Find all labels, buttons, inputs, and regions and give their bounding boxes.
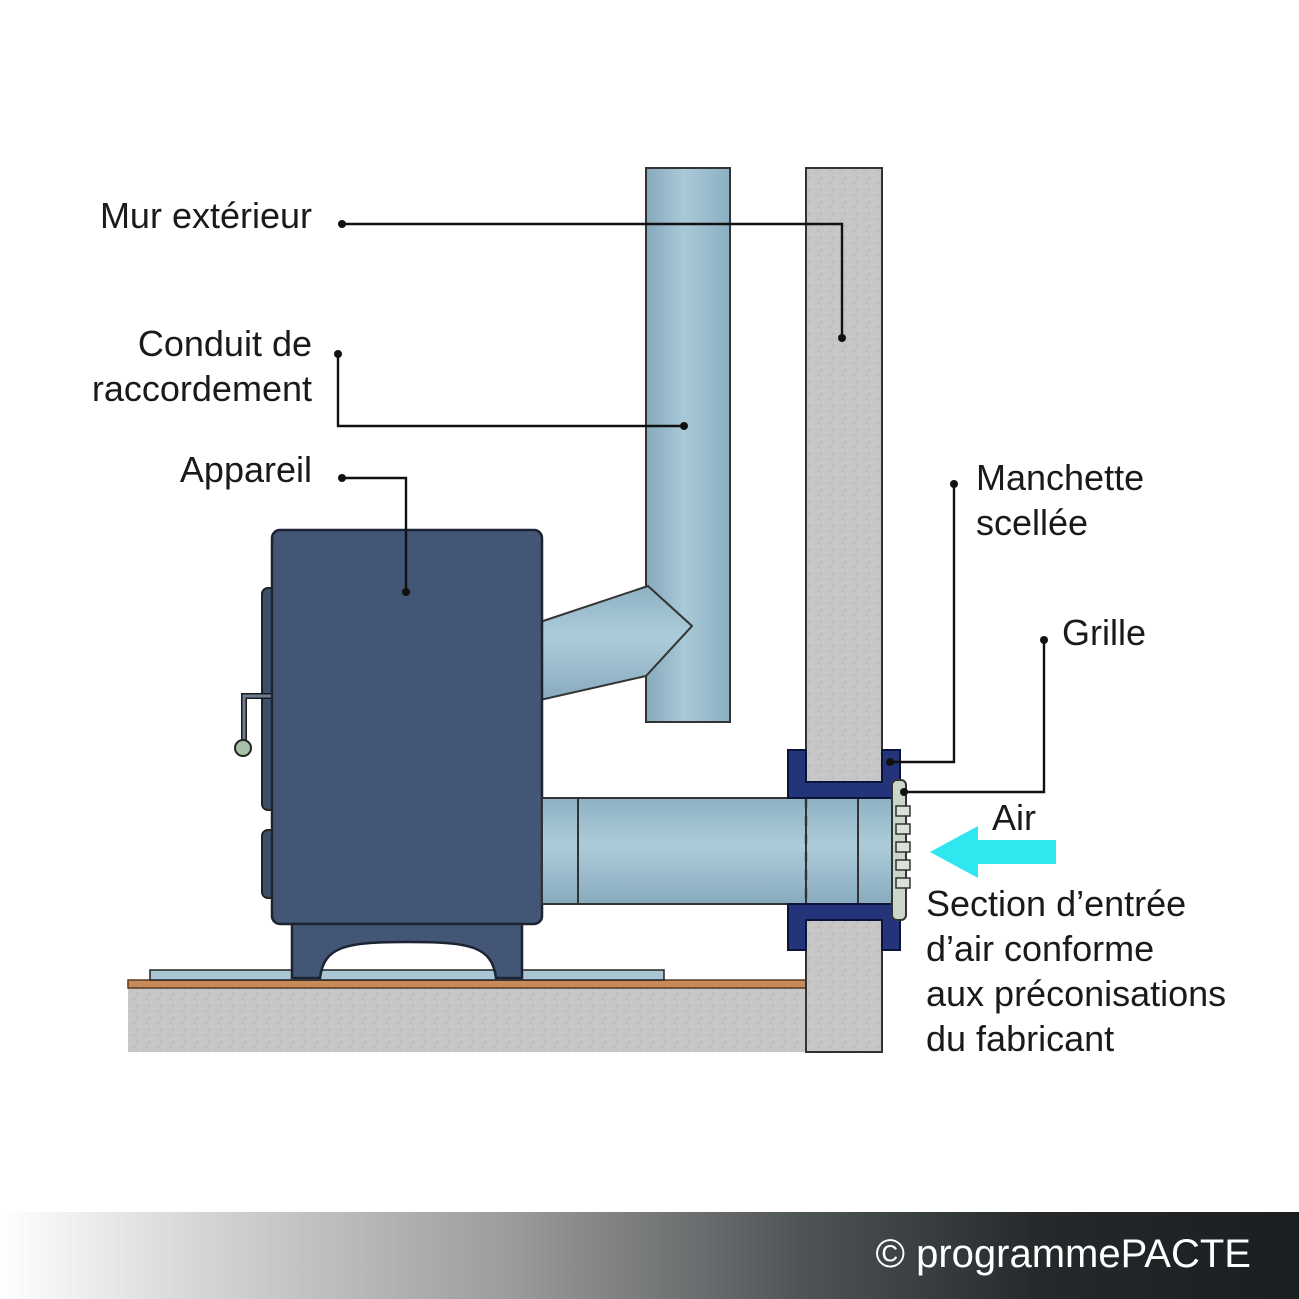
stove-air-intake-diagram: Mur extérieur Conduit de raccordement Ap… [92, 167, 1226, 1059]
leader-manchette [890, 484, 956, 764]
leader-conduit [336, 354, 684, 428]
duct-through-wall [805, 797, 893, 905]
label-section-line3: aux préconisations [926, 973, 1226, 1014]
leader-grille [904, 640, 1046, 794]
hearth-plate [149, 969, 665, 981]
label-manchette-line2: scellée [976, 502, 1088, 543]
label-section-line2: d’air conforme [926, 928, 1154, 969]
leader-appareil [342, 476, 408, 592]
label-mur-exterieur: Mur extérieur [100, 195, 312, 236]
floor-covering [127, 979, 809, 989]
label-air: Air [992, 797, 1036, 838]
label-section-line4: du fabricant [926, 1018, 1114, 1059]
label-manchette-line1: Manchette [976, 457, 1144, 498]
stove-handle-knob [234, 739, 252, 757]
air-intake-duct [541, 797, 809, 905]
footer-bar: © programmePACTE [0, 1212, 1299, 1299]
stove-base [290, 922, 524, 980]
grille-slats [895, 805, 911, 889]
floor-slab [128, 988, 808, 1052]
label-conduit-line2: raccordement [92, 368, 312, 409]
leader-mur-exterieur [342, 222, 844, 338]
copyright-text: © programmePACTE [875, 1232, 1252, 1276]
air-flow-arrow [930, 826, 1056, 878]
sealed-sleeve-top [787, 749, 901, 799]
label-grille: Grille [1062, 612, 1146, 653]
label-appareil: Appareil [180, 449, 312, 490]
label-section-line1: Section d’entrée [926, 883, 1186, 924]
label-conduit-line1: Conduit de [138, 323, 312, 364]
